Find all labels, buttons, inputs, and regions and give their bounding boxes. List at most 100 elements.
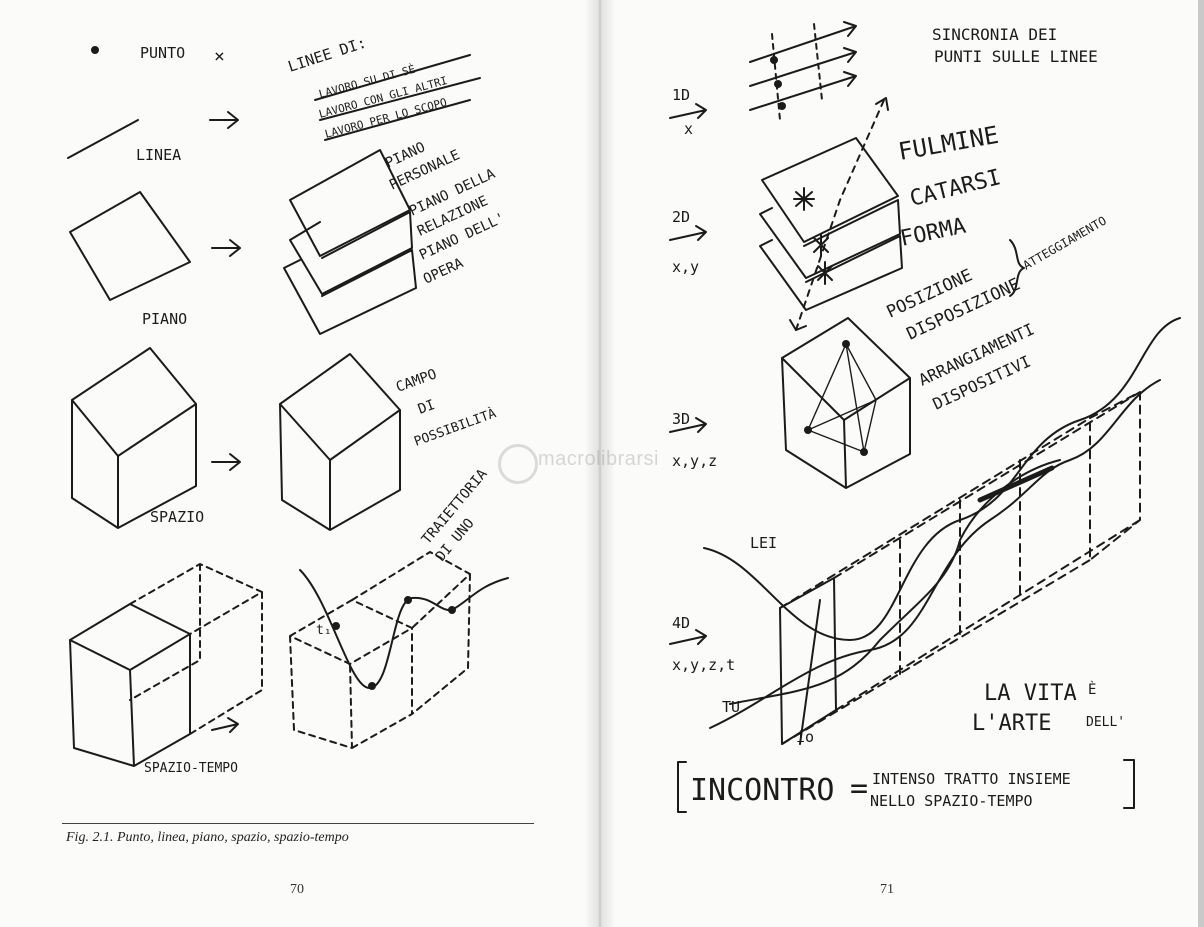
box-3d (781, 317, 911, 489)
dashed-arc (795, 99, 885, 331)
label-2d: 2D (672, 208, 690, 226)
spacetime-dashed (129, 563, 263, 735)
sync-point (770, 56, 778, 64)
arrow-icon (789, 319, 807, 331)
label-1d: 1D (672, 86, 690, 104)
box-4d-dashed (779, 391, 1141, 745)
label-x: x (684, 120, 693, 138)
label-fulmine: FULMINE (896, 121, 1000, 166)
sync-dash-2 (813, 23, 823, 101)
label-piano: PIANO (142, 310, 187, 328)
figure-caption: Fig. 2.1. Punto, linea, piano, spazio, s… (66, 830, 349, 845)
label-xyz: x,y,z (672, 452, 717, 470)
arrow-icon (211, 717, 239, 733)
watermark-logo-icon (498, 444, 538, 484)
trajectory-box (289, 551, 471, 749)
spacetime-cube (69, 603, 191, 767)
label-sincronia-1: SINCRONIA DEI (932, 25, 1057, 44)
life-line-mid (709, 379, 1161, 729)
plane-stack-3 (283, 249, 417, 335)
spark-1 (793, 187, 815, 211)
arrow-icon (875, 97, 889, 111)
hand-line-3 (324, 99, 471, 141)
bracket-right (1123, 759, 1135, 809)
label-equals: = (850, 771, 868, 806)
spark-3 (817, 261, 833, 285)
label-sincronia-2: PUNTI SULLE LINEE (934, 47, 1098, 66)
label-lei: LEI (750, 534, 777, 552)
label-campo-1: CAMPO (394, 366, 439, 395)
plane-mid (759, 199, 901, 279)
label-nello: NELLO SPAZIO-TEMPO (870, 792, 1033, 810)
arrow-icon (209, 111, 239, 129)
label-punto: PUNTO (140, 44, 185, 62)
page-number-right: 71 (880, 882, 894, 897)
label-la-vita: LA VITA (984, 681, 1077, 706)
trajectory-point (448, 606, 456, 614)
label-l-arte: L'ARTE (972, 711, 1051, 736)
box-point (860, 448, 868, 456)
label-campo-2: DI (416, 397, 437, 418)
plane-shape (69, 191, 191, 301)
label-incontro: INCONTRO (690, 773, 835, 808)
cube-shape-2 (279, 353, 401, 531)
trajectory-curve (299, 569, 509, 690)
label-linee-di: LINEE DI: (286, 34, 369, 76)
label-spazio: SPAZIO (150, 508, 204, 526)
label-t1: t₁ (316, 623, 332, 638)
sync-point (778, 102, 786, 110)
hand-line-1 (314, 54, 471, 101)
trajectory-point (404, 596, 412, 604)
arrow-2d (669, 225, 707, 241)
book-gutter (585, 0, 615, 927)
watermark-text: macrolibrarsi (538, 448, 659, 470)
arrow-3d (669, 417, 707, 433)
label-e: È (1088, 681, 1096, 698)
label-xy: x,y (672, 258, 699, 276)
plane-stack-2 (289, 211, 413, 295)
label-catarsi: CATARSI (907, 165, 1003, 212)
label-atteggiamento: ATTEGGIAMENTO (1021, 214, 1109, 273)
point-dot (91, 46, 99, 54)
life-line-top (703, 317, 1181, 641)
line-stroke (67, 119, 139, 159)
arrow-icon (211, 453, 241, 471)
page-edge (1198, 0, 1204, 927)
arrow-icon (211, 239, 241, 257)
hand-line-2 (319, 77, 481, 121)
sync-point (774, 80, 782, 88)
label-4d: 4D (672, 614, 690, 632)
box-point (804, 426, 812, 434)
label-tu: TU (722, 698, 740, 716)
left-sketch: PUNTO × LINEE DI: LAVORO SU DI SÈ LAVORO… (67, 34, 509, 776)
trajectory-point (368, 682, 376, 690)
label-3d: 3D (672, 410, 690, 428)
page-number-left: 70 (290, 882, 304, 897)
label-times: × (214, 46, 225, 67)
label-forma: FORMA (898, 214, 968, 252)
label-xyzt: x,y,z,t (672, 656, 735, 674)
arrow-4d (669, 629, 707, 645)
sync-line-3 (749, 71, 857, 111)
arrow-1d (669, 103, 707, 119)
plane-low (759, 235, 903, 311)
box-3d-inner (807, 343, 877, 453)
label-linea: LINEA (136, 146, 181, 164)
sync-line-1 (749, 21, 857, 63)
io-line (799, 599, 821, 745)
cube-shape (71, 347, 197, 529)
label-spazio-tempo: SPAZIO-TEMPO (144, 761, 238, 776)
box-4d-front (779, 577, 837, 745)
life-line-low (729, 459, 1061, 705)
brace (1009, 239, 1025, 297)
plane-top (761, 137, 899, 243)
trajectory-point (332, 622, 340, 630)
caption-rule (62, 823, 534, 824)
encounter-segment (977, 465, 1055, 503)
label-io: io (796, 728, 814, 746)
sync-line-2 (749, 47, 857, 87)
plane-stack-1 (289, 149, 411, 257)
bracket-left (677, 761, 687, 813)
right-sketch: SINCRONIA DEI PUNTI SULLE LINEE 1D x 2D … (669, 21, 1181, 813)
